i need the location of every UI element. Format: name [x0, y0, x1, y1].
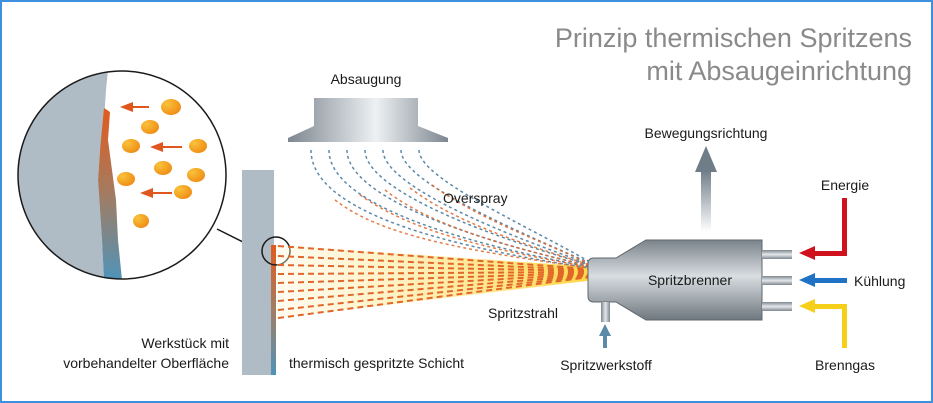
arrow-up-icon	[599, 324, 611, 336]
fuel-gas-arrow	[799, 299, 847, 348]
pipe-brenngas	[762, 302, 792, 311]
title-line-1: Prinzip thermischen Spritzens	[555, 23, 912, 53]
arrow-left-icon	[799, 299, 815, 313]
label-energie: Energie	[821, 177, 869, 193]
pipe-kuehlung	[762, 276, 792, 285]
pipe-energie	[762, 250, 792, 259]
label-kuehlung: Kühlung	[854, 273, 905, 289]
arrow-left-icon	[140, 188, 172, 198]
label-spritzwerkstoff: Spritzwerkstoff	[560, 357, 652, 373]
feed-material-arrow	[599, 324, 611, 348]
energy-arrow	[799, 198, 847, 260]
label-werkstueck-line-1: Werkstück mit	[141, 335, 229, 351]
title-line-2: mit Absaugeinrichtung	[646, 56, 912, 86]
particle-direction-arrows	[120, 102, 182, 198]
arrow-left-icon	[120, 102, 149, 112]
arrow-left-icon	[150, 142, 182, 152]
sprayed-layer	[271, 245, 276, 375]
spray-lines	[277, 245, 591, 319]
label-bewegungsrichtung: Bewegungsrichtung	[645, 125, 768, 141]
cooling-arrow	[799, 273, 847, 287]
extraction-hood	[288, 98, 448, 142]
label-overspray: Overspray	[443, 190, 508, 206]
sprayed-layer-detail	[98, 108, 122, 279]
pipe-spritzwerkstoff	[601, 302, 610, 322]
arrow-up-icon	[695, 146, 717, 172]
workpiece-surface-detail	[18, 71, 108, 279]
label-spritzbrenner: Spritzbrenner	[648, 272, 732, 288]
movement-direction-arrow	[695, 146, 717, 232]
label-spritzstrahl: Spritzstrahl	[488, 305, 558, 321]
label-absaugung: Absaugung	[331, 71, 402, 87]
label-schicht: thermisch gespritzte Schicht	[289, 355, 464, 371]
label-werkstueck-line-2: vorbehandelter Oberfläche	[63, 355, 229, 371]
overspray-lines	[310, 149, 591, 269]
magnified-detail	[17, 70, 260, 280]
label-brenngas: Brenngas	[815, 357, 875, 373]
spray-beam	[277, 245, 595, 319]
arrow-left-icon	[799, 273, 815, 287]
molten-particles	[117, 99, 207, 228]
spray-burner	[587, 239, 792, 322]
arrow-left-icon	[799, 246, 815, 260]
